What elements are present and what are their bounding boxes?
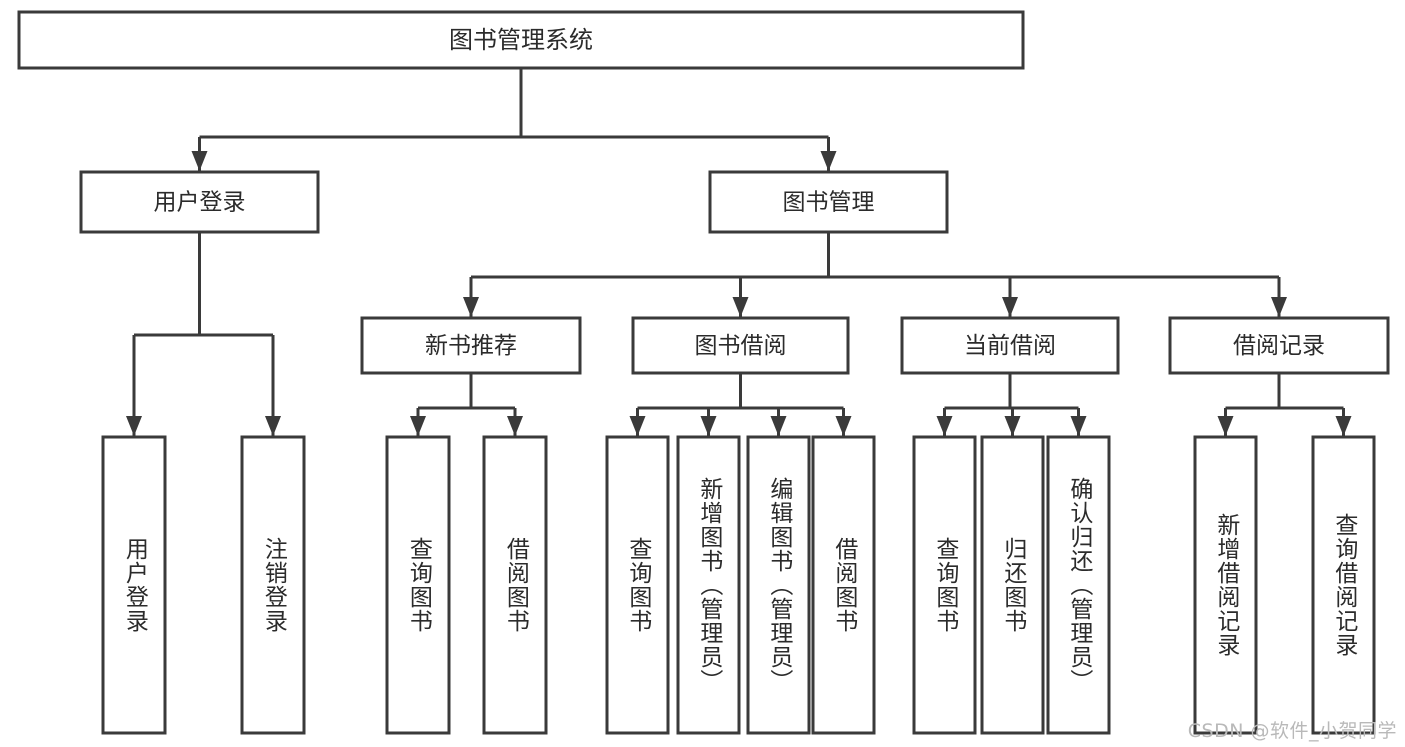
- arrowhead-bookmanage-to-new-book-recommend: [463, 297, 479, 317]
- node-leaf-user-logout-rect[interactable]: [240, 435, 306, 735]
- arrowhead-bookmanage-to-current-borrow: [1002, 297, 1018, 317]
- node-book-borrow[interactable]: 图书借阅: [631, 316, 850, 375]
- arrowhead-user-login-to-leaf-user-logout: [265, 416, 281, 436]
- node-root-rect[interactable]: [17, 10, 1025, 70]
- arrowhead-user-login-to-leaf-user-login: [126, 416, 142, 436]
- arrowhead-current-borrow-to-leaf-return-book: [1004, 416, 1021, 436]
- node-current-borrow-rect[interactable]: [900, 316, 1120, 375]
- arrowhead-bookmanage-to-book-borrow: [732, 297, 749, 317]
- node-leaf-add-record-rect[interactable]: [1193, 435, 1258, 735]
- node-leaf-query-book-1-rect[interactable]: [385, 435, 451, 735]
- arrowhead-book-borrow-to-leaf-edit-book: [770, 416, 787, 436]
- node-book-borrow-rect[interactable]: [631, 316, 850, 375]
- node-current-borrow-label: 当前借阅: [964, 333, 1056, 359]
- watermark-text: CSDN @软件_小贺同学: [1187, 720, 1397, 742]
- node-new-book-recommend-rect[interactable]: [360, 316, 582, 375]
- arrowhead-book-borrow-to-leaf-query-book-2: [629, 416, 646, 436]
- arrowhead-book-borrow-to-leaf-add-book: [700, 416, 717, 436]
- arrowhead-root-to-user-login: [191, 151, 208, 171]
- node-book-manage-rect[interactable]: [708, 170, 949, 234]
- node-book-manage-label: 图书管理: [783, 190, 875, 216]
- node-leaf-edit-book-rect[interactable]: [746, 435, 811, 735]
- node-leaf-borrow-book-2-rect[interactable]: [811, 435, 876, 735]
- node-new-book-recommend-label: 新书推荐: [425, 333, 517, 359]
- node-leaf-return-book-rect[interactable]: [980, 435, 1045, 735]
- arrowhead-current-borrow-to-leaf-query-book-3: [936, 416, 953, 436]
- node-leaf-query-record-rect[interactable]: [1311, 435, 1376, 735]
- arrowhead-new-book-recommend-to-leaf-borrow-book-1: [507, 416, 523, 436]
- arrowhead-book-borrow-to-leaf-borrow-book-2: [835, 416, 852, 436]
- arrowhead-root-to-book-manage: [820, 151, 837, 171]
- node-root[interactable]: 图书管理系统: [17, 10, 1025, 70]
- node-leaf-confirm-return-rect[interactable]: [1046, 435, 1111, 735]
- node-leaf-query-book-2-rect[interactable]: [605, 435, 670, 735]
- connectors-layer: [126, 68, 1352, 436]
- node-leaf-user-login-rect[interactable]: [101, 435, 167, 735]
- node-user-login-label: 用户登录: [154, 190, 246, 216]
- node-book-manage[interactable]: 图书管理: [708, 170, 949, 234]
- node-leaf-query-book-3-rect[interactable]: [912, 435, 977, 735]
- node-borrow-record-rect[interactable]: [1168, 316, 1390, 375]
- node-book-borrow-label: 图书借阅: [695, 333, 787, 359]
- node-borrow-record-label: 借阅记录: [1233, 333, 1325, 359]
- arrowhead-borrow-record-to-leaf-query-record: [1335, 416, 1352, 436]
- node-root-label: 图书管理系统: [449, 26, 593, 54]
- arrowhead-borrow-record-to-leaf-add-record: [1217, 416, 1234, 436]
- node-new-book-recommend[interactable]: 新书推荐: [360, 316, 582, 375]
- arrowhead-new-book-recommend-to-leaf-query-book-1: [410, 416, 426, 436]
- node-borrow-record[interactable]: 借阅记录: [1168, 316, 1390, 375]
- node-leaf-borrow-book-1-rect[interactable]: [482, 435, 548, 735]
- node-current-borrow[interactable]: 当前借阅: [900, 316, 1120, 375]
- node-leaf-add-book-rect[interactable]: [676, 435, 741, 735]
- node-user-login[interactable]: 用户登录: [79, 170, 320, 234]
- arrowhead-current-borrow-to-leaf-confirm-return: [1070, 416, 1087, 436]
- node-user-login-rect[interactable]: [79, 170, 320, 234]
- arrowhead-bookmanage-to-borrow-record: [1271, 297, 1287, 317]
